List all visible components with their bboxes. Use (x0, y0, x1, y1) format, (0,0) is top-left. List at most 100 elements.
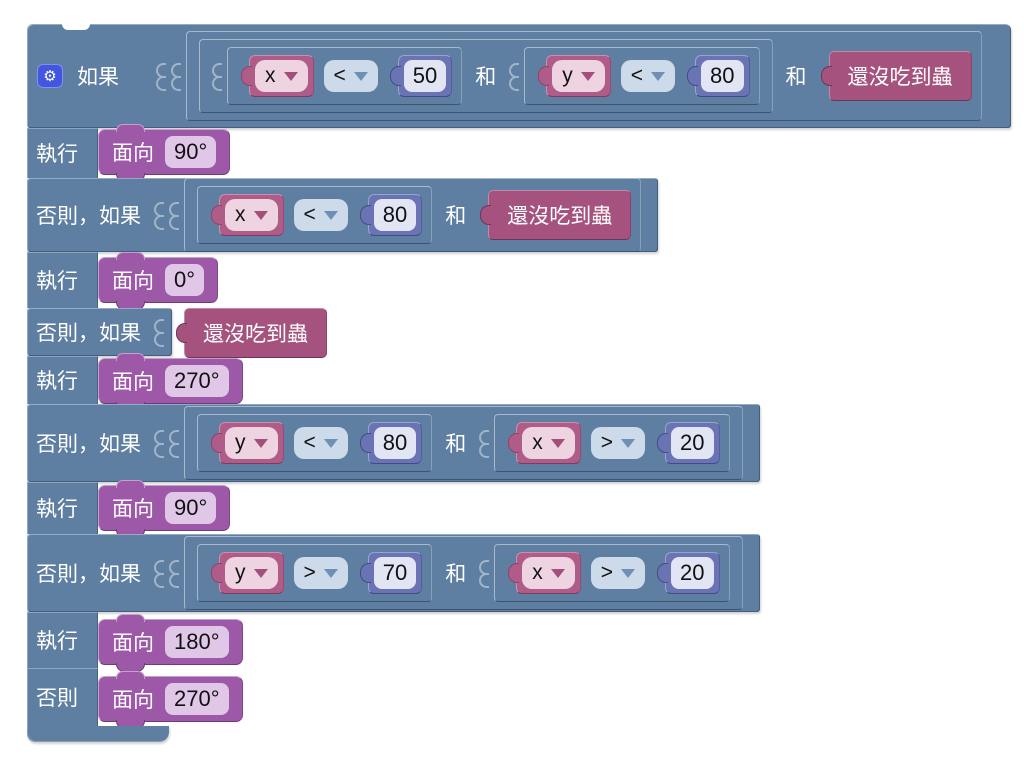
connector-socket-icon (154, 319, 164, 347)
and-block[interactable]: x < 80 和 還沒吃到蟲 (184, 177, 642, 253)
face-direction-block[interactable]: 面向 270° (98, 671, 243, 728)
number-input[interactable]: 80 (701, 60, 744, 92)
chevron-down-icon (651, 71, 666, 81)
and-label: 和 (445, 205, 467, 228)
compare-block[interactable]: y < 80 (524, 46, 760, 106)
variable-block[interactable]: y (219, 421, 284, 465)
number-input[interactable]: 50 (403, 60, 447, 92)
operator-dropdown[interactable]: > (590, 426, 646, 460)
else-label: 否則 (36, 687, 78, 710)
operator-dropdown[interactable]: > (590, 556, 646, 590)
if-block-spine[interactable]: 執行 (27, 128, 98, 178)
angle-field[interactable]: 270° (165, 683, 229, 715)
and-label: 和 (475, 66, 497, 89)
if-block-bottom[interactable] (27, 726, 169, 742)
variable-dropdown[interactable]: y (225, 556, 278, 590)
compare-block[interactable]: x < 80 (197, 185, 433, 245)
number-block[interactable]: 50 (397, 55, 453, 97)
number-input[interactable]: 80 (373, 199, 417, 231)
chevron-down-icon (550, 568, 565, 578)
variable-dropdown[interactable]: x (522, 556, 575, 590)
variable-block[interactable]: x (219, 193, 284, 237)
and-block[interactable]: y < 80 和 x > (184, 405, 743, 481)
no-bug-boolean-block[interactable]: 還沒吃到蟲 (488, 190, 632, 240)
number-block[interactable]: 20 (665, 422, 720, 464)
connector-socket-icon (169, 202, 179, 230)
and-block[interactable]: x < 50 和 y (186, 30, 982, 122)
operator-dropdown[interactable]: < (620, 59, 676, 93)
compare-block[interactable]: x > 20 (494, 543, 730, 603)
gear-icon[interactable]: ⚙ (37, 64, 63, 88)
angle-field[interactable]: 90° (165, 492, 217, 524)
top-connector-notch (62, 24, 90, 30)
number-block[interactable]: 20 (665, 552, 720, 594)
number-input[interactable]: 80 (373, 427, 417, 459)
operator-dropdown[interactable]: > (293, 556, 348, 590)
number-input[interactable]: 70 (373, 557, 417, 589)
elseif-label: 否則，如果 (36, 563, 141, 586)
variable-dropdown[interactable]: x (255, 59, 308, 93)
if-block-spine[interactable]: 執行 (27, 252, 98, 308)
operator-dropdown[interactable]: < (323, 59, 378, 93)
elseif-header[interactable]: 否則，如果 y < 80 和 (27, 404, 760, 482)
angle-field[interactable]: 180° (165, 626, 229, 658)
variable-dropdown[interactable]: y (552, 59, 605, 93)
angle-field[interactable]: 0° (165, 264, 205, 296)
elseif-row: 否則，如果 還沒吃到蟲 (27, 308, 327, 358)
if-block-spine[interactable]: 執行 (27, 612, 98, 668)
angle-field[interactable]: 270° (165, 365, 229, 397)
connector-socket-icon (479, 560, 490, 588)
face-direction-block[interactable]: 面向 90° (98, 480, 231, 537)
face-direction-block[interactable]: 面向 180° (98, 614, 243, 671)
connector-socket-icon (509, 63, 520, 91)
connector-socket-icon (154, 202, 164, 230)
compare-block[interactable]: x < 50 (227, 46, 463, 106)
no-bug-boolean-block[interactable]: 還沒吃到蟲 (184, 308, 327, 358)
variable-block[interactable]: y (219, 551, 284, 595)
chevron-down-icon (253, 438, 268, 448)
chevron-down-icon (353, 71, 368, 81)
and-block[interactable]: x < 50 和 y (199, 38, 773, 114)
variable-dropdown[interactable]: x (225, 198, 278, 232)
number-block[interactable]: 80 (367, 422, 423, 464)
if-block-spine[interactable]: 否則 (27, 668, 98, 726)
chevron-down-icon (621, 568, 636, 578)
number-block[interactable]: 80 (695, 55, 750, 97)
do-label: 執行 (36, 143, 78, 166)
number-input[interactable]: 20 (671, 427, 714, 459)
number-block[interactable]: 70 (367, 552, 423, 594)
do-label: 執行 (36, 630, 78, 653)
elseif-header[interactable]: 否則，如果 (27, 308, 172, 356)
number-block[interactable]: 80 (367, 194, 423, 236)
variable-dropdown[interactable]: y (225, 426, 278, 460)
do-row: 執行 面向 270° (27, 353, 243, 410)
variable-block[interactable]: y (546, 54, 611, 98)
variable-block[interactable]: x (516, 551, 581, 595)
if-block-spine[interactable]: 執行 (27, 482, 98, 534)
and-block[interactable]: y > 70 和 x > (184, 535, 743, 611)
if-block-spine[interactable]: 執行 (27, 356, 98, 404)
if-block-header[interactable]: ⚙ 如果 x < 50 (27, 24, 1011, 128)
angle-field[interactable]: 90° (165, 136, 217, 168)
face-direction-block[interactable]: 面向 90° (98, 124, 231, 181)
do-label: 執行 (36, 498, 78, 521)
variable-dropdown[interactable]: x (522, 426, 575, 460)
chevron-down-icon (323, 210, 338, 220)
face-direction-block[interactable]: 面向 270° (98, 353, 243, 410)
face-direction-block[interactable]: 面向 0° (98, 252, 219, 309)
operator-dropdown[interactable]: < (293, 426, 348, 460)
operator-dropdown[interactable]: < (293, 198, 348, 232)
variable-block[interactable]: x (249, 54, 314, 98)
number-input[interactable]: 20 (671, 557, 714, 589)
elseif-header[interactable]: 否則，如果 x < 80 和 還沒吃到蟲 (27, 177, 659, 253)
if-label: 如果 (77, 66, 119, 89)
compare-block[interactable]: y > 70 (197, 543, 433, 603)
compare-block[interactable]: y < 80 (197, 413, 433, 473)
no-bug-boolean-block[interactable]: 還沒吃到蟲 (828, 51, 972, 101)
elseif-header[interactable]: 否則，如果 y > 70 和 (27, 534, 760, 612)
chevron-down-icon (253, 210, 268, 220)
compare-block[interactable]: x > 20 (494, 413, 730, 473)
connector-socket-icon (169, 430, 179, 458)
connector-socket-icon (154, 430, 164, 458)
variable-block[interactable]: x (516, 421, 581, 465)
